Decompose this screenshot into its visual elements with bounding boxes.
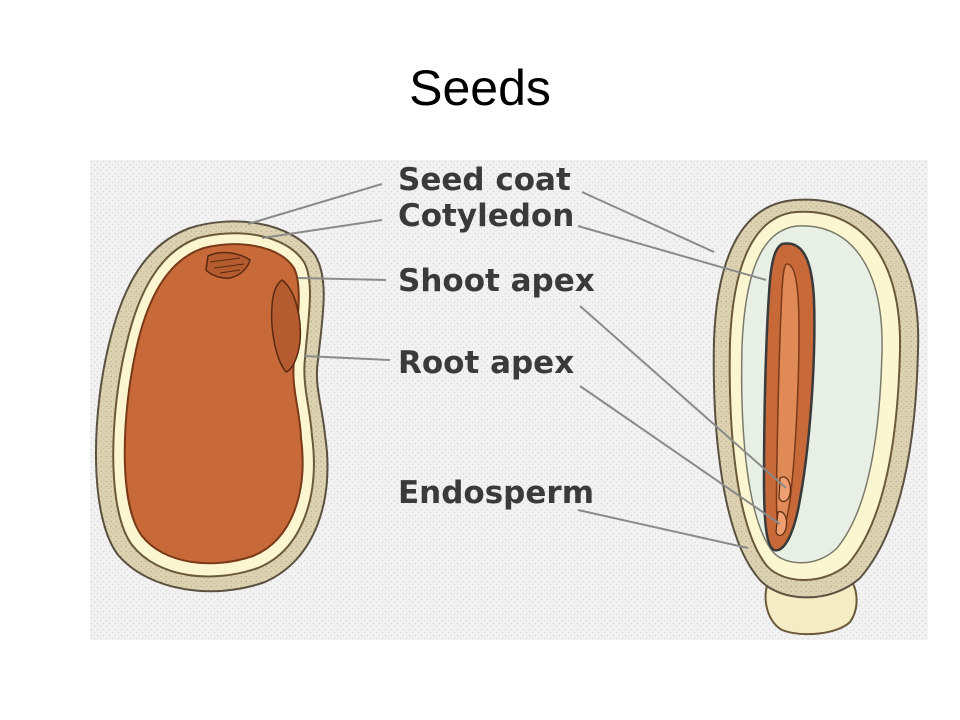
label-shoot-apex: Shoot apex: [398, 263, 595, 299]
seed-diagram: Seed coat Cotyledon Shoot apex Root apex…: [90, 160, 928, 640]
leader-shoot-apex-right: [579, 305, 787, 489]
label-endosperm: Endosperm: [398, 475, 594, 511]
leader-seed-coat-left: [247, 183, 383, 225]
label-cotyledon: Cotyledon: [398, 198, 574, 234]
leader-shoot-apex-left: [297, 277, 387, 281]
leader-lines: [247, 183, 787, 549]
bean-root-apex: [270, 279, 302, 373]
bean-shoot-veins: [209, 257, 245, 274]
bean-cotyledon: [123, 243, 304, 565]
bean-shoot-apex: [205, 251, 251, 279]
leader-seed-coat-right: [581, 191, 715, 253]
slide-title: Seeds: [409, 60, 551, 116]
leader-cotyledon-right: [577, 225, 767, 281]
label-root-apex: Root apex: [398, 345, 574, 381]
label-seed-coat: Seed coat: [398, 162, 571, 198]
leader-endosperm: [577, 509, 749, 549]
grain-shoot-apex: [778, 476, 791, 503]
leader-root-apex-right: [579, 385, 781, 525]
seed-diagram-svg: Seed coat Cotyledon Shoot apex Root apex…: [90, 160, 928, 640]
leader-cotyledon-left: [261, 219, 383, 239]
grain-root-apex: [775, 511, 788, 537]
bean-seed: [95, 220, 329, 593]
grain-seed: [712, 198, 920, 636]
leader-root-apex-left: [303, 355, 391, 361]
